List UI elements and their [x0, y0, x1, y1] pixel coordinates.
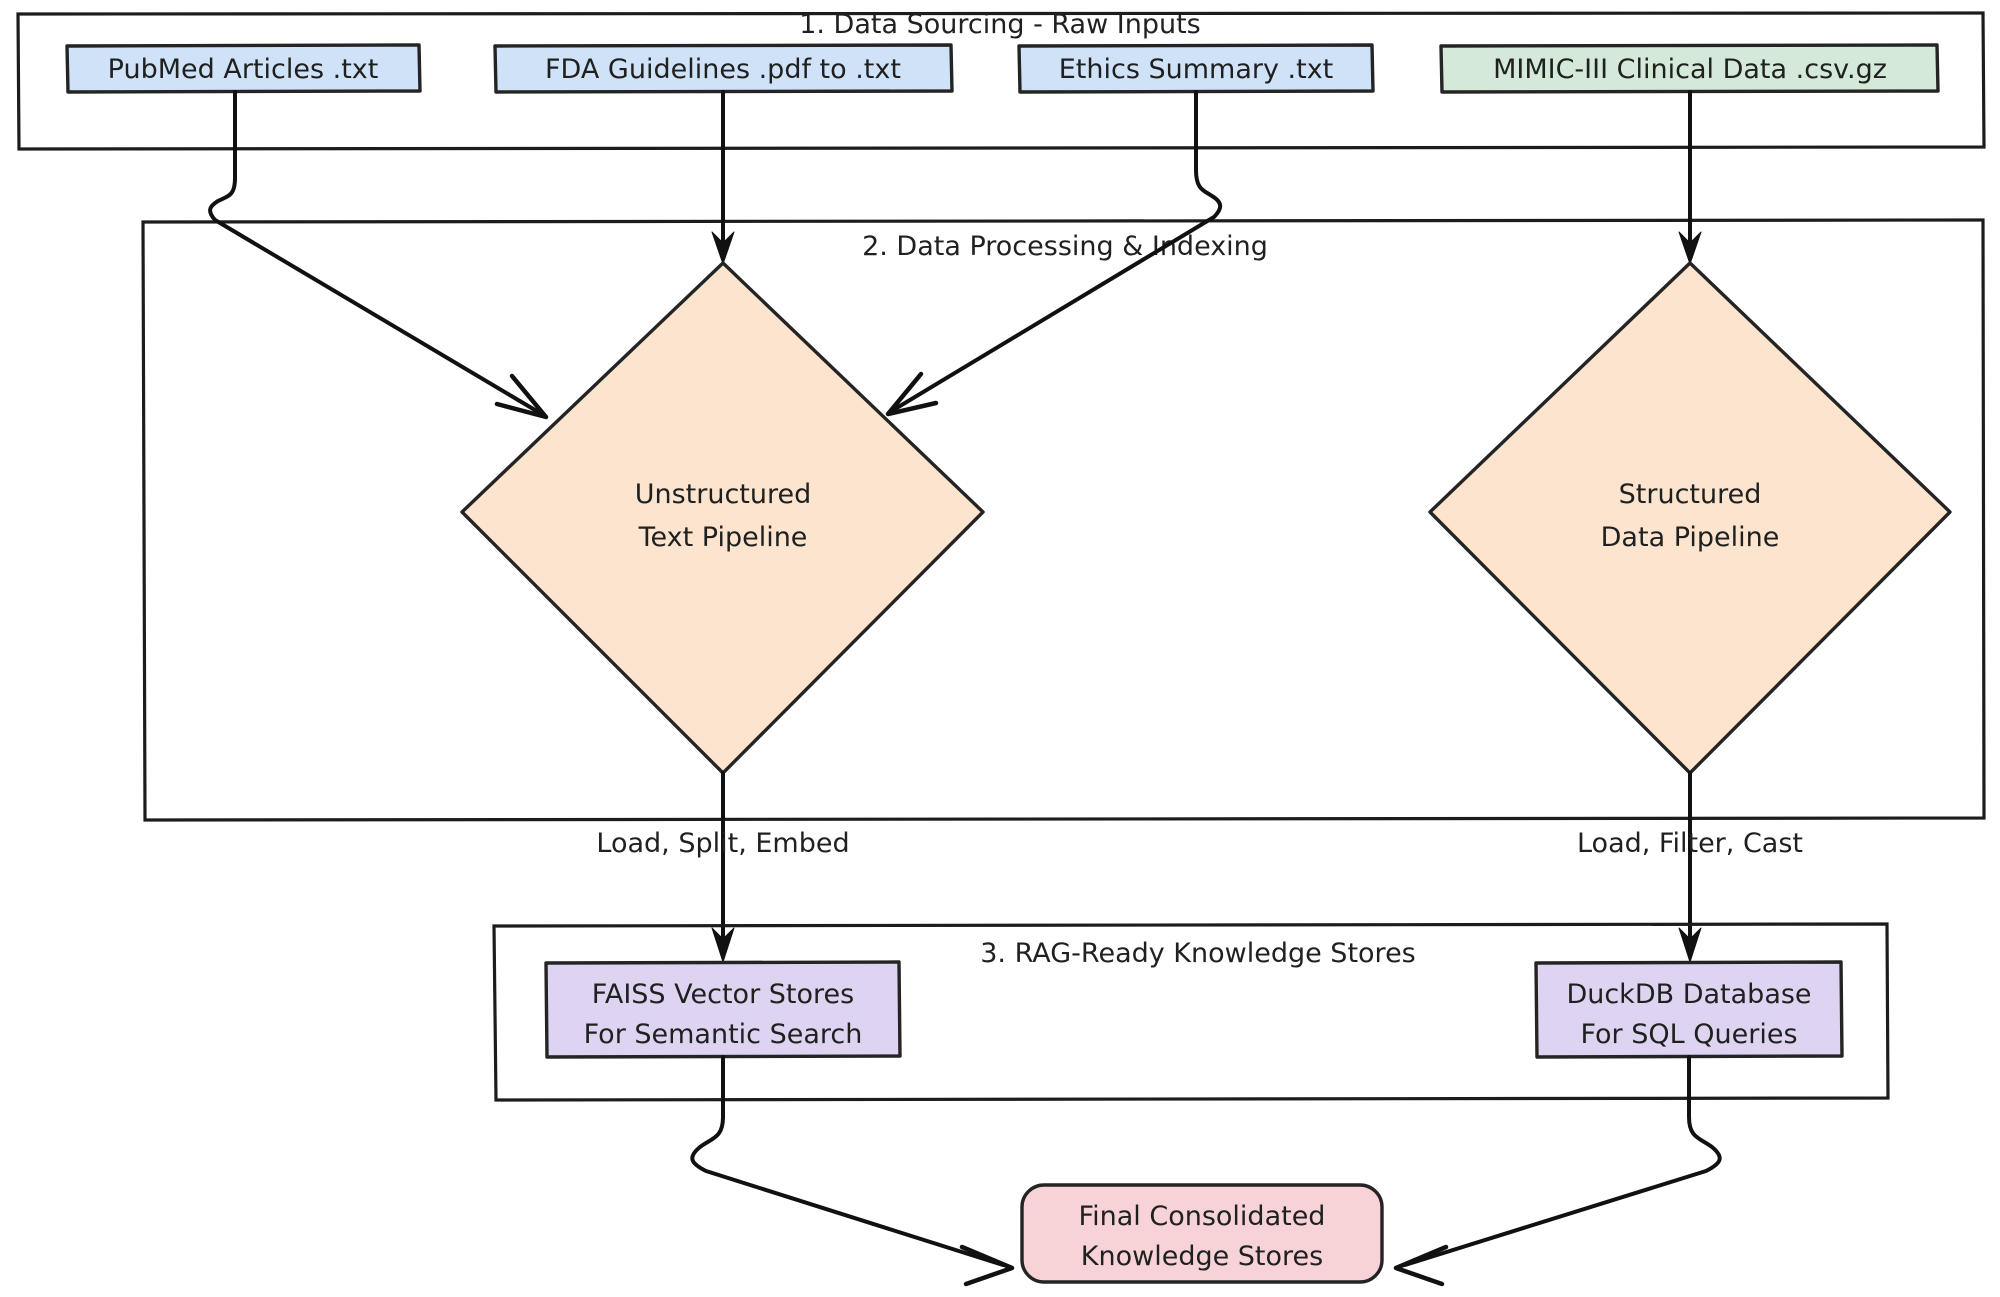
- edge-faiss-to-final: [690, 1055, 1015, 1287]
- node-fda-guidelines[interactable]: FDA Guidelines .pdf to .txt: [493, 43, 954, 94]
- node-structured-data-pipeline[interactable]: Structured Data Pipeline: [1428, 261, 1952, 775]
- unstructured-label-line1: Unstructured: [635, 479, 812, 510]
- edge-label-load-filter-cast: Load, Filter, Cast: [1577, 828, 1803, 859]
- fda-box-shape: [493, 43, 954, 94]
- ethics-box-shape: [1017, 43, 1375, 94]
- edge-pubmed-to-unstructured: [208, 90, 549, 420]
- faiss-box-shape: [544, 960, 902, 1059]
- edge-mimic-to-structured: [1678, 90, 1702, 265]
- structured-label-line1: Structured: [1619, 479, 1762, 510]
- unstructured-label-line2: Text Pipeline: [638, 522, 808, 553]
- edge-fda-arrowhead: [711, 231, 735, 265]
- edge-unstructured-to-faiss: Load, Split, Embed: [596, 771, 850, 963]
- node-pubmed-articles[interactable]: PubMed Articles .txt: [65, 43, 422, 94]
- section-1-border: [16, 11, 1986, 151]
- node-final-consolidated-knowledge-stores[interactable]: Final Consolidated Knowledge Stores: [1020, 1183, 1384, 1284]
- duckdb-box-shape: [1534, 960, 1844, 1059]
- node-duckdb-database[interactable]: DuckDB Database For SQL Queries: [1534, 960, 1844, 1059]
- edge-structured-to-duckdb: Load, Filter, Cast: [1577, 771, 1803, 963]
- duckdb-label-line2: For SQL Queries: [1580, 1019, 1797, 1050]
- section-3-title: 3. RAG-Ready Knowledge Stores: [980, 938, 1416, 969]
- edge-ethics-path: [893, 90, 1223, 411]
- edge-pubmed-path: [208, 90, 542, 415]
- edge-duckdb-to-final: [1393, 1055, 1722, 1287]
- edge-duckdb-final-path: [1403, 1055, 1722, 1267]
- section-1-data-sourcing: 1. Data Sourcing - Raw Inputs: [16, 9, 1986, 151]
- faiss-label-line1: FAISS Vector Stores: [592, 979, 854, 1010]
- section-3-border: [492, 922, 1890, 1102]
- fda-label: FDA Guidelines .pdf to .txt: [545, 54, 901, 85]
- final-box-shape: [1020, 1183, 1384, 1284]
- unstructured-diamond-shape: [460, 261, 985, 775]
- section-2-border: [141, 218, 1986, 822]
- section-2-title: 2. Data Processing & Indexing: [862, 231, 1268, 262]
- node-unstructured-text-pipeline[interactable]: Unstructured Text Pipeline: [460, 261, 985, 775]
- edge-structured-duckdb-arrowhead: [1678, 927, 1702, 963]
- node-faiss-vector-stores[interactable]: FAISS Vector Stores For Semantic Search: [544, 960, 902, 1059]
- edge-unstructured-faiss-arrowhead: [711, 927, 735, 963]
- edge-faiss-final-path: [690, 1055, 1005, 1267]
- pubmed-box-shape: [65, 43, 422, 94]
- structured-label-line2: Data Pipeline: [1601, 522, 1780, 553]
- edge-pubmed-arrowhead: [494, 373, 549, 420]
- edge-ethics-arrowhead: [885, 371, 939, 417]
- ethics-label: Ethics Summary .txt: [1059, 54, 1334, 85]
- edge-mimic-arrowhead: [1678, 231, 1702, 265]
- edge-fda-to-unstructured: [711, 90, 735, 265]
- mimic-label: MIMIC-III Clinical Data .csv.gz: [1493, 54, 1887, 85]
- final-label-line2: Knowledge Stores: [1081, 1241, 1323, 1272]
- edge-label-load-split-embed: Load, Split, Embed: [596, 828, 849, 859]
- duckdb-label-line1: DuckDB Database: [1566, 979, 1811, 1010]
- final-label-line1: Final Consolidated: [1079, 1201, 1326, 1232]
- node-mimic-clinical-data[interactable]: MIMIC-III Clinical Data .csv.gz: [1439, 43, 1940, 94]
- edge-duckdb-final-arrowhead: [1393, 1244, 1449, 1287]
- edge-ethics-to-unstructured: [885, 90, 1223, 417]
- section-1-title: 1. Data Sourcing - Raw Inputs: [799, 9, 1201, 40]
- section-2-data-processing: 2. Data Processing & Indexing: [141, 218, 1986, 822]
- mimic-box-shape: [1439, 43, 1940, 94]
- section-3-knowledge-stores: 3. RAG-Ready Knowledge Stores: [492, 922, 1890, 1102]
- structured-diamond-shape: [1428, 261, 1952, 775]
- faiss-label-line2: For Semantic Search: [584, 1019, 863, 1050]
- node-ethics-summary[interactable]: Ethics Summary .txt: [1017, 43, 1375, 94]
- edge-faiss-final-arrowhead: [959, 1244, 1015, 1287]
- pubmed-label: PubMed Articles .txt: [108, 54, 379, 85]
